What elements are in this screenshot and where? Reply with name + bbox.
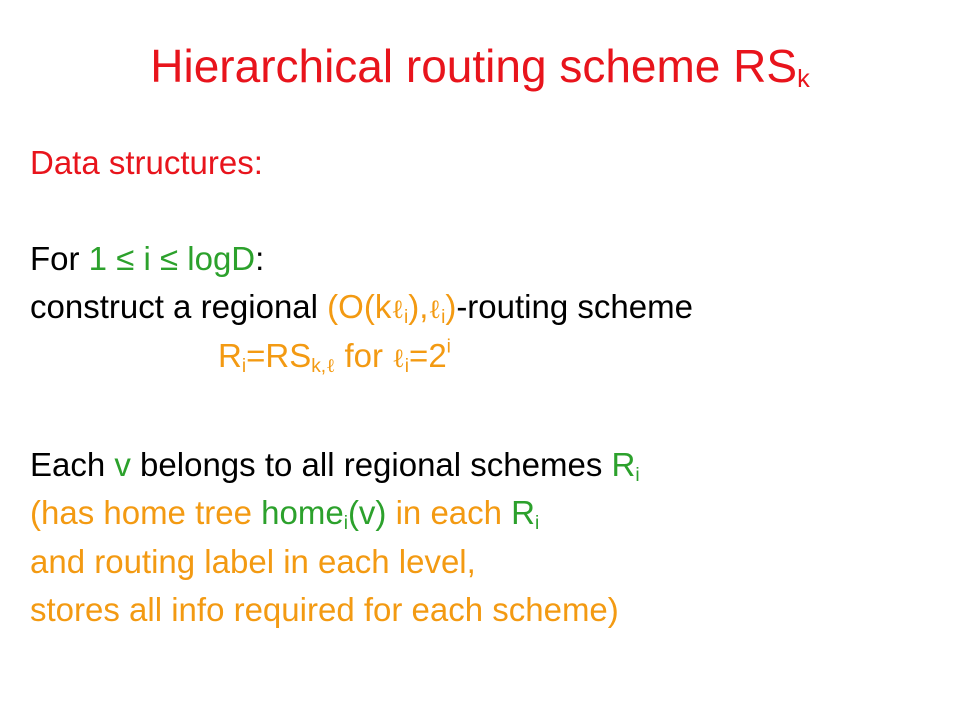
home-R-sub-i: i xyxy=(535,512,540,534)
slide-title: Hierarchical routing scheme RSk xyxy=(0,38,960,94)
routing-label-line: and routing label in each level, xyxy=(30,542,476,582)
construct-sub-i-2: i xyxy=(441,306,446,328)
routing-label-text: and routing label in each level, xyxy=(30,543,476,580)
ri-sub-k-text: k, xyxy=(311,355,327,377)
for-range: 1 ≤ i ≤ logD xyxy=(88,240,256,277)
for-prefix: For xyxy=(30,240,89,277)
for-suffix: : xyxy=(255,240,265,277)
home-v: (v) xyxy=(347,494,387,531)
construct-line: construct a regional (O(kℓi),ℓi)-routing… xyxy=(30,287,693,330)
construct-p3: ) xyxy=(445,288,457,325)
each-v: v xyxy=(114,446,131,483)
home-R: R xyxy=(511,494,536,531)
each-sub-i: i xyxy=(635,464,640,486)
ri-sub-ell: ℓ xyxy=(326,353,336,377)
title-text: Hierarchical routing scheme RS xyxy=(150,40,798,92)
ri-definition-line: Ri=RSk,ℓ for ℓi=2i xyxy=(218,336,451,379)
home-p1: (has home tree xyxy=(30,494,262,531)
each-v-line: Each v belongs to all regional schemes R… xyxy=(30,445,640,485)
title-subscript: k xyxy=(797,65,810,94)
ri-R: R xyxy=(218,337,242,374)
each-R: R xyxy=(611,446,636,483)
stores-info-line: stores all info required for each scheme… xyxy=(30,590,619,630)
home-word: home xyxy=(261,494,344,531)
each-middle: belongs to all regional schemes xyxy=(130,446,612,483)
ri-sub-k: k,ℓ xyxy=(311,356,335,377)
each-prefix: Each xyxy=(30,446,115,483)
construct-prefix: construct a regional xyxy=(30,288,328,325)
construct-ell-1: ℓ xyxy=(391,294,404,325)
home-p2: in each xyxy=(386,494,512,531)
for-line: For 1 ≤ i ≤ logD: xyxy=(30,239,264,279)
ri-eq2: =2 xyxy=(409,337,447,374)
home-sub-i: i xyxy=(343,512,348,534)
stores-info-text: stores all info required for each scheme… xyxy=(30,591,619,628)
ri-eq-rs: =RS xyxy=(246,337,312,374)
construct-p1: (O(k xyxy=(327,288,392,325)
ri-for: for xyxy=(335,337,393,374)
ri-ell: ℓ xyxy=(392,343,405,374)
ri-ell-sub-i: i xyxy=(404,355,410,377)
construct-p2: ), xyxy=(408,288,429,325)
heading-text: Data structures: xyxy=(30,144,263,181)
ri-sup-i: i xyxy=(446,336,451,358)
construct-params: (O(kℓi),ℓi) xyxy=(327,288,457,328)
home-tree-line: (has home tree homei(v) in each Ri xyxy=(30,493,539,533)
ri-sub-i: i xyxy=(241,355,247,377)
construct-suffix: -routing scheme xyxy=(456,288,693,325)
construct-sub-i-1: i xyxy=(403,306,409,328)
heading-data-structures: Data structures: xyxy=(30,143,263,183)
construct-ell-2: ℓ xyxy=(428,294,442,325)
